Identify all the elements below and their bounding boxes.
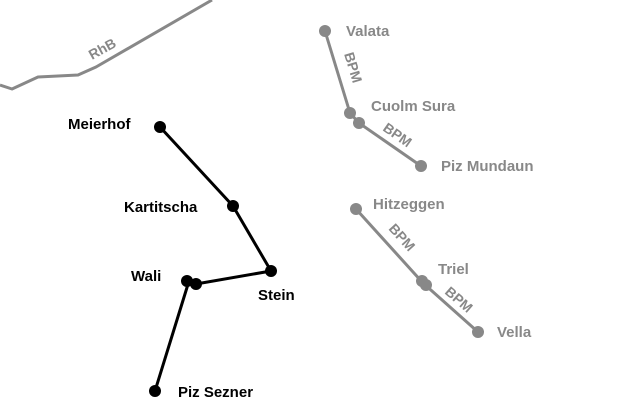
- station-vella-label: Vella: [497, 324, 532, 341]
- lift-south: Hitzeggen Triel Vella BPM BPM: [350, 196, 532, 341]
- rhb-rail-line: RhB: [0, 0, 213, 91]
- lift-north: Valata Cuolm Sura Piz Mundaun BPM BPM: [319, 23, 534, 175]
- station-cuolm-sura-dot[interactable]: [344, 107, 356, 119]
- station-vella-dot[interactable]: [472, 326, 484, 338]
- station-hitzeggen-label: Hitzeggen: [373, 196, 445, 213]
- station-meierhof-dot[interactable]: [154, 121, 166, 133]
- lift-south-label-2: BPM: [442, 283, 476, 315]
- station-piz-sezner-dot[interactable]: [149, 385, 161, 397]
- station-piz-sezner-label: Piz Sezner: [178, 384, 253, 401]
- station-wali-label: Wali: [131, 268, 161, 285]
- active-lift-track: [153, 125, 273, 392]
- station-stein-dot[interactable]: [265, 265, 277, 277]
- station-piz-mundaun-label: Piz Mundaun: [441, 158, 534, 175]
- station-meierhof-label: Meierhof: [68, 116, 132, 133]
- station-stein-label: Stein: [258, 287, 295, 304]
- lift-north-label-2: BPM: [380, 119, 415, 150]
- station-valata-dot[interactable]: [319, 25, 331, 37]
- station-cuolm-sura-dot-2[interactable]: [353, 117, 365, 129]
- station-valata-label: Valata: [346, 23, 390, 40]
- station-triel-label: Triel: [438, 261, 469, 278]
- station-kartitscha-dot[interactable]: [227, 200, 239, 212]
- rhb-track: [0, 0, 213, 91]
- station-hitzeggen-dot[interactable]: [350, 203, 362, 215]
- lift-north-label-1: BPM: [341, 50, 365, 84]
- station-kartitscha-label: Kartitscha: [124, 199, 198, 216]
- active-lift: Meierhof Kartitscha Stein Wali Piz Sezne…: [68, 116, 295, 401]
- station-triel-dot-2[interactable]: [420, 279, 432, 291]
- station-wali-dot-2[interactable]: [190, 278, 202, 290]
- station-cuolm-sura-label: Cuolm Sura: [371, 98, 456, 115]
- lift-north-track: [323, 30, 422, 168]
- station-piz-mundaun-dot[interactable]: [415, 160, 427, 172]
